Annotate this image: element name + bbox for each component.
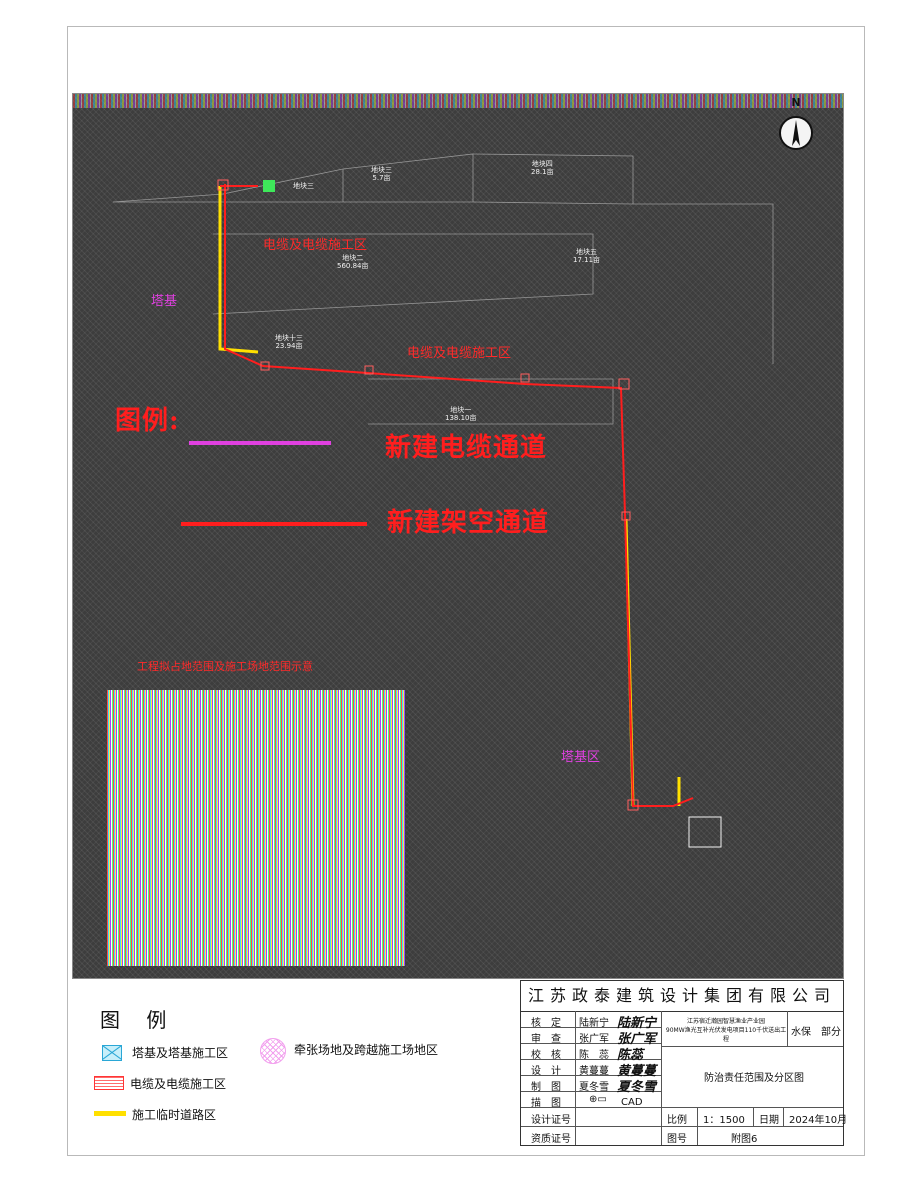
signature: 陈蕊 — [617, 1048, 644, 1063]
tower-base-icon — [102, 1045, 122, 1061]
role-label: 描 图 — [531, 1098, 561, 1109]
overhead-line-sample — [181, 522, 367, 526]
plot-outlines — [112, 153, 774, 425]
legend-item-label: 施工临时道路区 — [132, 1108, 217, 1122]
tower-zone-label: 塔基区 — [561, 750, 601, 765]
cable-zone-icon — [94, 1076, 124, 1090]
signature: 陆新宁 — [617, 1016, 657, 1031]
note-label: 工程拟占地范围及施工场地范围示意 — [137, 660, 313, 673]
route-svg — [112, 153, 774, 848]
pen-icon: ⊕▭ — [589, 1094, 607, 1105]
role-name: 夏冬雪 — [579, 1082, 609, 1093]
legend-item-label: 塔基及塔基施工区 — [132, 1046, 229, 1060]
map-top-noise — [73, 94, 843, 108]
role-name: 张广军 — [579, 1034, 609, 1045]
striped-inset — [107, 690, 405, 966]
title-block: 江苏政泰建筑设计集团有限公司 核 定 陆新宁 审 查 张广军 校 核 陈 蕊 设… — [520, 980, 848, 1146]
role-name: 陆新宁 — [579, 1018, 609, 1029]
overhead-line — [220, 184, 694, 807]
scale-value: 1：1500 — [703, 1115, 745, 1126]
plot-label: 地块三 — [293, 182, 314, 190]
fig-label: 图号 — [667, 1134, 687, 1145]
role-label: 审 查 — [531, 1034, 561, 1045]
red-zone-label: 电缆及电缆施工区 — [407, 346, 512, 361]
role-label: 设 计 — [531, 1066, 561, 1077]
signature: 夏冬雪 — [617, 1080, 657, 1095]
legend-item-label: 电缆及电缆施工区 — [130, 1077, 227, 1091]
role-name: 陈 蕊 — [579, 1050, 609, 1061]
cable-line-sample — [189, 441, 331, 445]
red-zone-label: 电缆及电缆施工区 — [263, 238, 368, 253]
signature: 张广军 — [617, 1032, 657, 1047]
pull-site-icon — [260, 1038, 286, 1064]
tower-markers — [217, 179, 722, 848]
compass-icon: N — [779, 96, 813, 150]
role-label: 制 图 — [531, 1082, 561, 1093]
date-label: 日期 — [759, 1115, 779, 1126]
signature: 黄蔓蔓 — [617, 1064, 657, 1079]
legend-title: 图 例 — [100, 1008, 177, 1032]
map-legend-overhead-label: 新建架空通道 — [387, 508, 550, 538]
drawing-name: 防治责任范围及分区图 — [704, 1073, 804, 1084]
role-label: 核 定 — [531, 1018, 561, 1029]
fig-value: 附图6 — [731, 1134, 758, 1145]
quality-cert-label: 资质证号 — [531, 1134, 571, 1145]
substation-marker — [263, 180, 275, 192]
map-legend-cable-label: 新建电缆通道 — [385, 433, 548, 463]
map-legend-title: 图例: — [115, 406, 180, 436]
role-label: 校 核 — [531, 1050, 561, 1061]
legend-item-label: 牵张场地及跨越施工场地区 — [294, 1043, 439, 1057]
cad-label: CAD — [621, 1097, 643, 1108]
role-name: 黄蔓蔓 — [579, 1066, 609, 1077]
scale-label: 比例 — [667, 1115, 687, 1126]
road-icon — [94, 1111, 126, 1116]
tower-zone-label: 塔基 — [151, 294, 178, 309]
design-cert-label: 设计证号 — [531, 1115, 571, 1126]
company-name: 江苏政泰建筑设计集团有限公司 — [521, 981, 843, 1012]
legend-panel: 图 例 塔基及塔基施工区 电缆及电缆施工区 施工临时道路区 牵张场地及跨越施工场… — [72, 980, 520, 1144]
date-value: 2024年10月 — [789, 1115, 848, 1126]
section-label: 水保 部分 — [791, 1027, 841, 1038]
